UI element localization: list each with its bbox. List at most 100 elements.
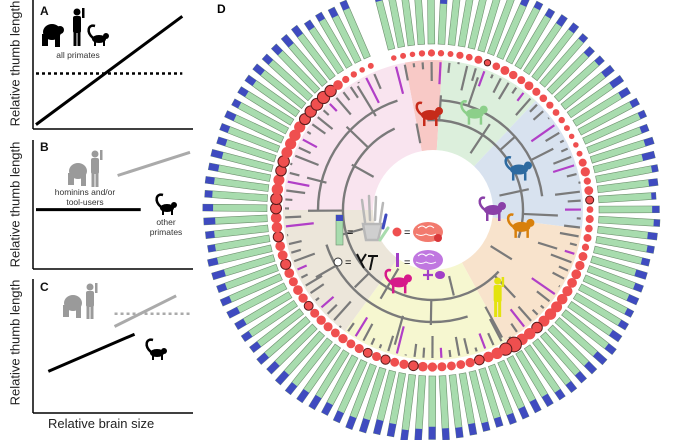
solid-trend-line — [35, 15, 184, 126]
thumb-bar-fill — [598, 192, 657, 204]
other-primates-trend-line — [47, 332, 136, 373]
thumb-bar — [547, 324, 598, 375]
thumb-bar — [468, 370, 491, 432]
thumb-bar — [566, 74, 625, 119]
brain-dot — [418, 361, 428, 372]
tip-branch — [439, 347, 443, 358]
internal-branch — [356, 85, 377, 117]
green-tarsier-silhouette — [460, 100, 488, 125]
thumb-bar — [506, 355, 542, 414]
thumb-bar-tip — [541, 393, 554, 407]
thumb-bar-tip — [592, 351, 607, 365]
thumb-bar-tip — [387, 422, 397, 437]
thumb-bar-fill — [468, 370, 491, 432]
thumb-bar — [467, 0, 490, 50]
tip-branch — [563, 224, 581, 229]
legend-purple-bar-icon — [396, 253, 399, 267]
thumb-bar — [399, 0, 416, 47]
brain-dot — [399, 359, 409, 369]
tip-branch — [509, 308, 526, 328]
tools-icon — [356, 253, 378, 271]
thumb-bar — [523, 344, 566, 401]
hand-skeleton-icon — [360, 194, 390, 242]
internal-branch — [415, 123, 422, 144]
tip-branch — [333, 300, 352, 321]
brain-dot — [573, 142, 579, 148]
tip-branch — [564, 249, 575, 255]
thumb-bar-tip — [271, 43, 283, 56]
brain-dot — [323, 322, 333, 332]
tip-branch — [474, 347, 478, 352]
thumb-bar — [590, 255, 648, 280]
tip-branch — [413, 343, 418, 357]
brain-dot — [583, 177, 591, 185]
thumb-bar-fill — [560, 64, 615, 110]
brain-dot — [465, 53, 473, 61]
thumb-bar-tip — [647, 232, 658, 241]
thumb-bar — [598, 192, 657, 204]
tip-branch — [547, 117, 550, 120]
brain-dot — [483, 351, 494, 363]
brain-dot — [571, 269, 582, 280]
tip-branch — [387, 335, 395, 352]
thumb-bar-fill — [399, 0, 416, 47]
internal-branch — [353, 272, 370, 289]
other-primates-caption: other primates — [149, 217, 183, 237]
panel-d-label: D — [217, 2, 226, 16]
brain-dot — [288, 277, 298, 287]
thumb-bar — [561, 309, 617, 356]
thumb-bar-tip — [641, 151, 656, 161]
thumb-bar-tip — [304, 19, 315, 31]
thumb-bar-fill — [296, 343, 342, 404]
thumb-bar-tip — [219, 123, 231, 133]
internal-branch — [341, 127, 500, 302]
internal-branch — [467, 77, 479, 107]
brain-dot-tool-user — [272, 231, 284, 243]
tip-branch — [297, 264, 308, 271]
panel-b-plot — [32, 140, 193, 270]
tip-branch — [438, 62, 442, 85]
thumb-bar-tip — [241, 331, 253, 342]
panel-b-label: B — [40, 140, 49, 154]
brain-dot-tool-user — [473, 354, 485, 366]
tip-branch — [286, 189, 306, 195]
thumb-bar — [211, 254, 276, 281]
tip-branch — [335, 97, 352, 116]
thumb-bar — [256, 316, 311, 365]
tip-branch — [531, 308, 539, 316]
thumb-bar-tip — [578, 33, 588, 43]
tip-branch — [460, 65, 469, 91]
brain-dot-tool-user — [585, 195, 595, 205]
thumb-bar — [595, 164, 659, 184]
tip-branch — [287, 180, 310, 187]
internal-branch — [427, 118, 525, 239]
purple-brain-icon — [413, 250, 445, 280]
thumb-bar-tip — [583, 46, 595, 58]
tip-branch — [529, 103, 538, 113]
thumb-bar-fill — [593, 245, 651, 267]
brain-dot — [285, 138, 297, 150]
thumb-bar-fill — [414, 375, 427, 440]
brain-dot — [578, 252, 588, 261]
internal-branch — [439, 99, 544, 197]
brain-dot — [333, 80, 343, 90]
tip-branch — [290, 248, 302, 254]
panel-b: B Relative thumb length hominins and/or … — [0, 135, 200, 273]
tip-branch — [362, 323, 374, 342]
thumb-bar — [539, 33, 589, 88]
thumb-bar-fill — [303, 19, 344, 75]
purple-loris-silhouette — [478, 196, 506, 221]
thumb-bar-tip — [291, 25, 303, 38]
thumb-bar-tip — [339, 0, 350, 11]
brain-dot — [273, 174, 285, 186]
thumb-bar-tip — [520, 0, 531, 7]
tip-branch — [289, 162, 293, 166]
thumb-bar-fill — [477, 0, 504, 53]
thumb-bar-fill — [386, 0, 406, 49]
thumb-bar-tip — [202, 204, 214, 212]
thumb-bar-tip — [207, 257, 219, 267]
thumb-bar — [203, 214, 268, 226]
blue-lemur-silhouette — [504, 156, 532, 181]
thumb-bar-tip — [533, 1, 543, 11]
orange-orangutan-silhouette — [506, 213, 535, 238]
